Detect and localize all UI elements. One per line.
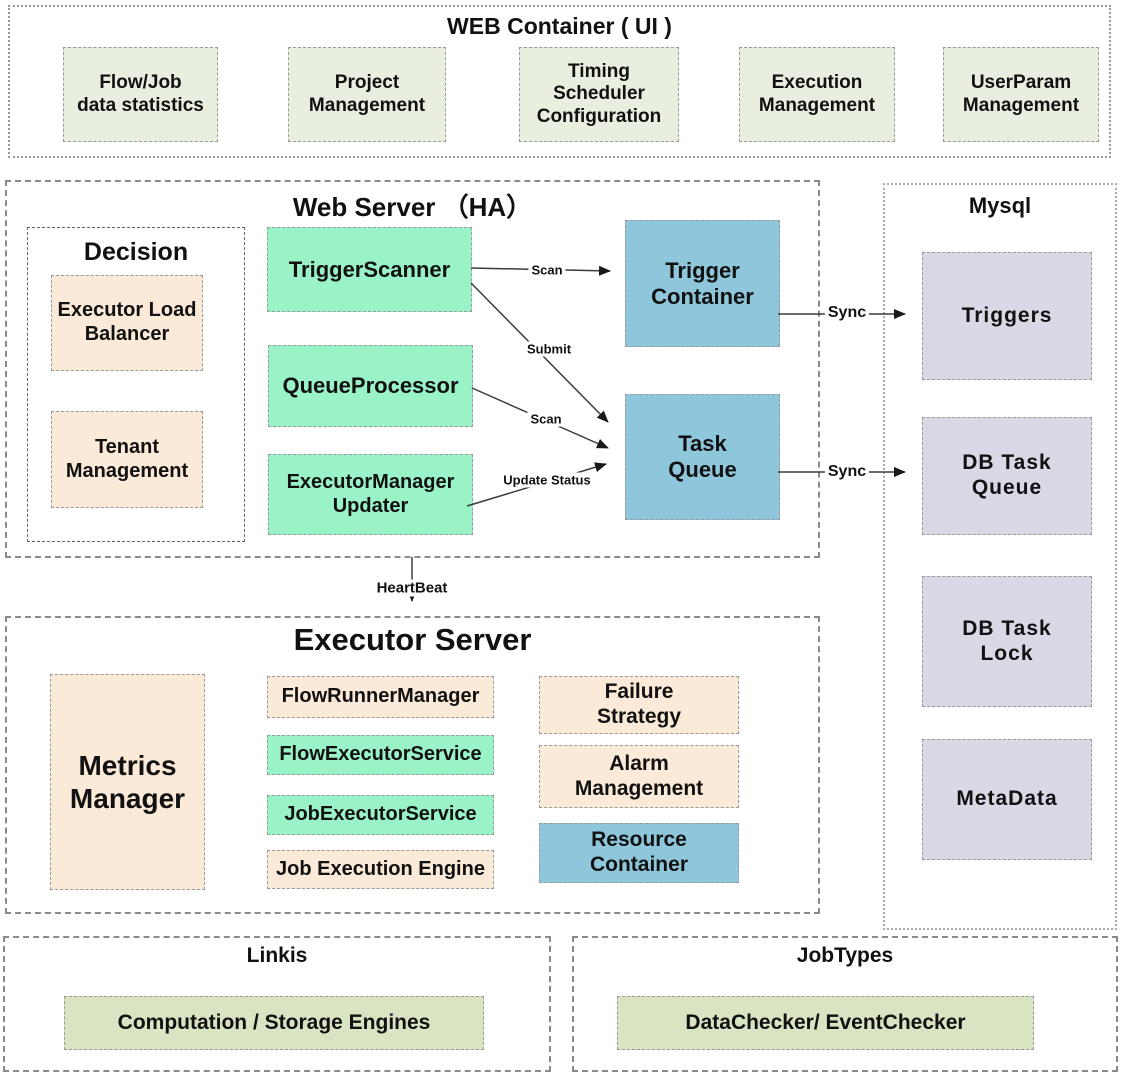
label-heartbeat: HeartBeat xyxy=(373,579,451,597)
label-sync-triggers: Sync xyxy=(824,304,870,322)
box-task-queue: Task Queue xyxy=(625,394,780,520)
box-queue-processor: QueueProcessor xyxy=(268,345,473,427)
web-server-section: Web Server （HA） Decision Executor Load B… xyxy=(5,180,820,558)
box-datachecker-eventchecker: DataChecker/ EventChecker xyxy=(617,996,1034,1050)
box-job-execution-engine: Job Execution Engine xyxy=(267,850,494,889)
executor-server-title: Executor Server xyxy=(293,622,532,657)
box-execution-management: Execution Management xyxy=(739,47,895,142)
label-update-status: Update Status xyxy=(500,472,594,488)
decision-title: Decision xyxy=(83,238,189,266)
box-userparam-management: UserParam Management xyxy=(943,47,1099,142)
box-trigger-scanner: TriggerScanner xyxy=(267,227,472,312)
linkis-section: Linkis Computation / Storage Engines xyxy=(3,936,551,1072)
box-tenant-management: Tenant Management xyxy=(51,411,203,508)
web-container-title: WEB Container ( UI ) xyxy=(447,13,672,39)
box-job-executor-service: JobExecutorService xyxy=(267,795,494,835)
box-db-task-lock: DB Task Lock xyxy=(922,576,1092,707)
label-submit: Submit xyxy=(523,341,575,357)
label-sync-task-queue: Sync xyxy=(824,463,870,481)
box-failure-strategy: Failure Strategy xyxy=(539,676,739,734)
box-metadata: MetaData xyxy=(922,739,1092,860)
box-triggers-table: Triggers xyxy=(922,252,1092,380)
linkis-title: Linkis xyxy=(246,944,308,967)
box-timing-scheduler-configuration: Timing Scheduler Configuration xyxy=(519,47,679,142)
label-scan-queue: Scan xyxy=(527,411,565,427)
jobtypes-title: JobTypes xyxy=(796,944,894,967)
box-alarm-management: Alarm Management xyxy=(539,745,739,808)
box-flow-job-data-statistics: Flow/Job data statistics xyxy=(63,47,218,142)
executor-server-section: Executor Server Metrics Manager FlowRunn… xyxy=(5,616,820,914)
box-flow-executor-service: FlowExecutorService xyxy=(267,735,494,775)
box-project-management: Project Management xyxy=(288,47,446,142)
box-executor-manager-updater: ExecutorManager Updater xyxy=(268,454,473,535)
mysql-title: Mysql xyxy=(968,193,1032,218)
web-container-section: WEB Container ( UI ) Flow/Job data stati… xyxy=(8,5,1111,158)
box-executor-load-balancer: Executor Load Balancer xyxy=(51,275,203,371)
mysql-section: Mysql Triggers DB Task Queue DB Task Loc… xyxy=(883,183,1117,930)
web-server-title: Web Server （HA） xyxy=(292,192,533,222)
box-metrics-manager: Metrics Manager xyxy=(50,674,205,890)
box-computation-storage-engines: Computation / Storage Engines xyxy=(64,996,484,1050)
decision-section: Decision Executor Load Balancer Tenant M… xyxy=(27,227,245,542)
box-resource-container: Resource Container xyxy=(539,823,739,883)
jobtypes-section: JobTypes DataChecker/ EventChecker xyxy=(572,936,1118,1072)
label-scan-trigger: Scan xyxy=(528,262,566,278)
box-flow-runner-manager: FlowRunnerManager xyxy=(267,676,494,718)
box-db-task-queue: DB Task Queue xyxy=(922,417,1092,535)
box-trigger-container: Trigger Container xyxy=(625,220,780,347)
